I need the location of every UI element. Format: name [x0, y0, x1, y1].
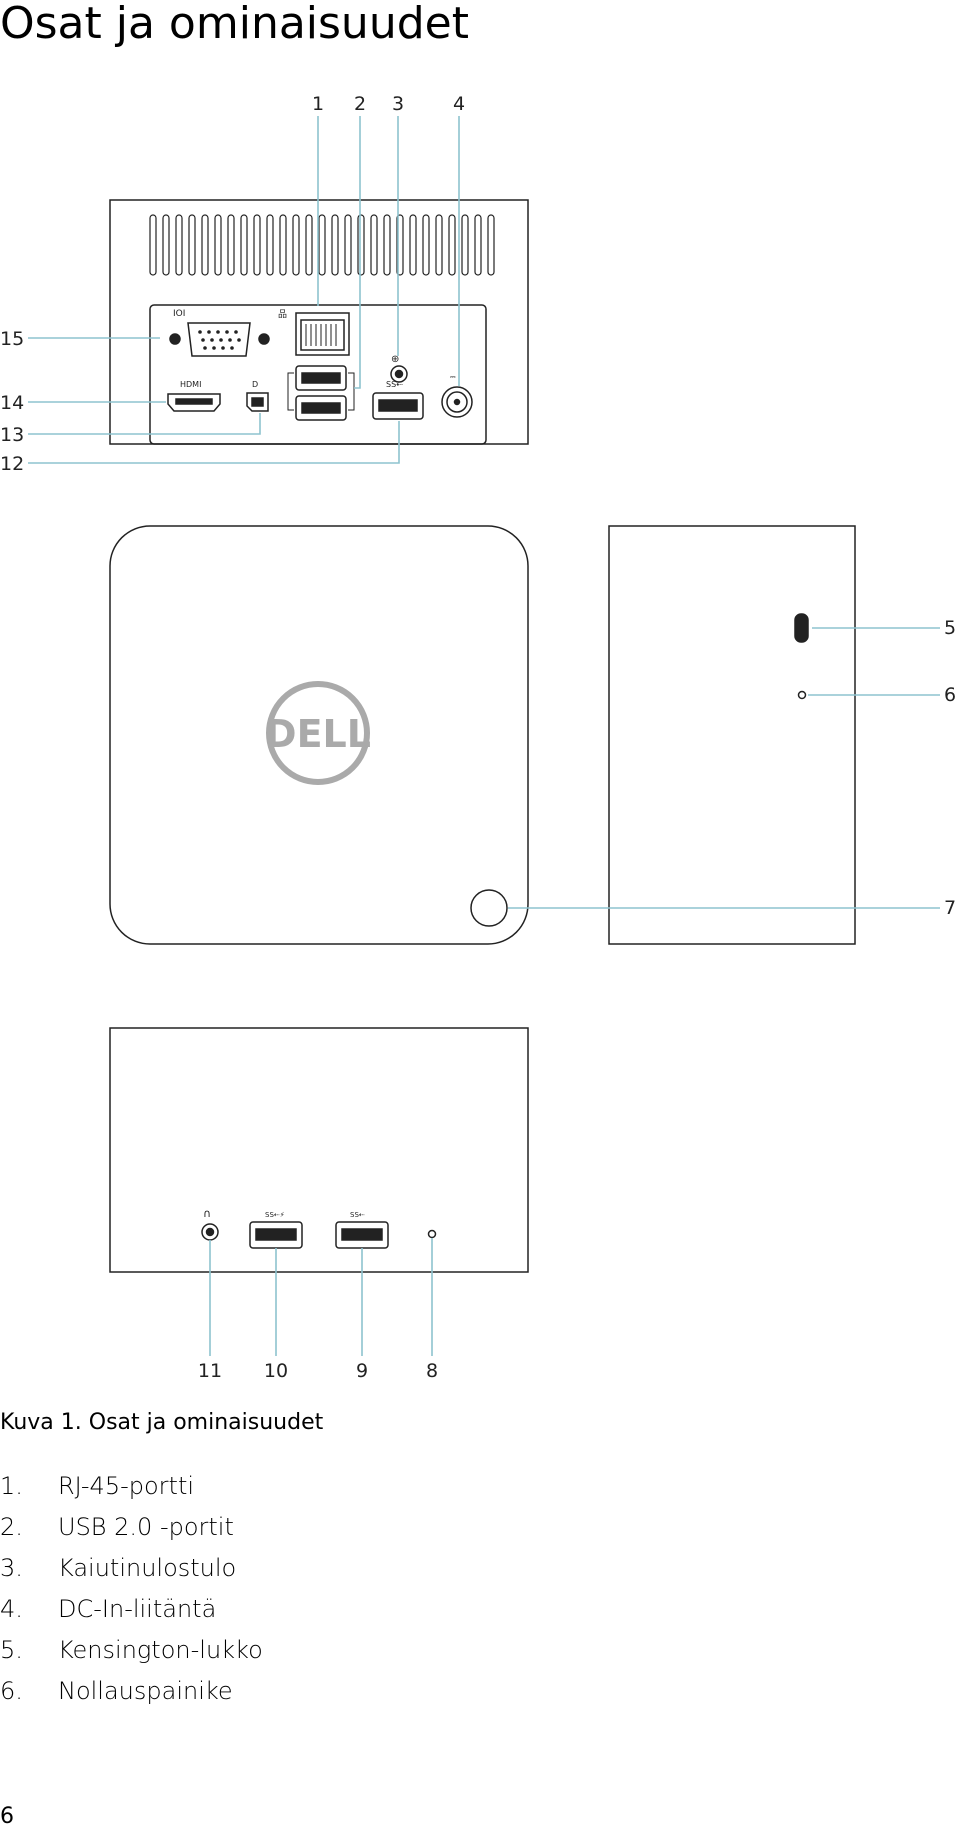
callout-7: 7 [944, 897, 956, 919]
callout-2: 2 [354, 93, 366, 115]
callout-5: 5 [944, 617, 956, 639]
svg-text:IOI: IOI [173, 309, 185, 319]
list-item: 6. Nollauspainike [0, 1671, 263, 1712]
page-title: Osat ja ominaisuudet [0, 0, 469, 49]
svg-text:⊕: ⊕ [391, 354, 399, 365]
headset-port: ∩ [201, 1207, 219, 1241]
callout-15: 15 [0, 328, 24, 350]
power-light [427, 1229, 437, 1239]
callout-13: 13 [0, 424, 24, 446]
callout-10: 10 [264, 1360, 288, 1382]
vga-port: IOI [169, 309, 270, 357]
callout-8: 8 [426, 1360, 438, 1382]
list-number: 1. [0, 1472, 23, 1500]
dc-in-port: ⎓ [441, 373, 473, 418]
back-view: IOI 品 ⊕ [109, 199, 529, 445]
svg-text:D: D [252, 380, 258, 389]
list-item: 2. USB 2.0 -portit [0, 1507, 263, 1548]
list-label: Kensington-lukko [58, 1636, 263, 1664]
list-number: 4. [0, 1595, 23, 1623]
list-label: DC-In-liitäntä [58, 1595, 217, 1623]
list-item: 3. Kaiutinulostulo [0, 1548, 263, 1589]
callout-4: 4 [453, 93, 465, 115]
list-number: 6. [0, 1677, 23, 1705]
list-item: 5. Kensington-lukko [0, 1630, 263, 1671]
callout-6: 6 [944, 684, 956, 706]
list-number: 3. [0, 1554, 23, 1582]
list-number: 5. [0, 1636, 23, 1664]
dell-logo: DELL [265, 712, 371, 756]
usb3-front-port: SS⇠ [335, 1211, 389, 1249]
svg-text:SS⇠: SS⇠ [386, 380, 403, 389]
top-view [109, 525, 529, 945]
hdmi-port: HDMI [167, 380, 221, 412]
callout-9: 9 [356, 1360, 368, 1382]
svg-text:SS⇠⚡: SS⇠⚡ [265, 1211, 285, 1219]
callout-14: 14 [0, 392, 24, 414]
usb3-powershare-port: SS⇠⚡ [249, 1211, 303, 1249]
callout-11: 11 [198, 1360, 222, 1382]
svg-text:SS⇠: SS⇠ [350, 1211, 365, 1219]
list-item: 4. DC-In-liitäntä [0, 1589, 263, 1630]
dock-diagram: IOI 品 ⊕ [0, 93, 956, 1382]
svg-text:∩: ∩ [203, 1207, 211, 1220]
list-number: 2. [0, 1513, 23, 1541]
speaker-out-port: ⊕ [390, 354, 408, 383]
vent-slots [149, 214, 495, 276]
list-label: USB 2.0 -portit [58, 1513, 234, 1541]
svg-text:品: 品 [278, 309, 287, 320]
side-view [608, 525, 856, 945]
usb2-ports [287, 365, 355, 421]
parts-list: 1. RJ-45-portti 2. USB 2.0 -portit 3. Kaiut… [0, 1466, 263, 1712]
usb3-back-port: SS⇠ [372, 380, 424, 420]
svg-text:⎓: ⎓ [450, 373, 456, 381]
callout-3: 3 [392, 93, 404, 115]
list-label: Kaiutinulostulo [58, 1554, 237, 1582]
callout-1: 1 [312, 93, 324, 115]
list-label: Nollauspainike [58, 1677, 233, 1705]
svg-text:HDMI: HDMI [180, 380, 201, 389]
figure-caption: Kuva 1. Osat ja ominaisuudet [0, 1410, 324, 1435]
mini-displayport: D [246, 380, 269, 412]
callout-12: 12 [0, 453, 24, 475]
list-item: 1. RJ-45-portti [0, 1466, 263, 1507]
rj45-port: 品 [278, 309, 350, 356]
front-view: ∩ SS⇠⚡ SS⇠ [109, 1027, 529, 1273]
list-label: RJ-45-portti [58, 1472, 195, 1500]
page-number: 6 [0, 1804, 14, 1829]
callout-lines [28, 116, 940, 1356]
